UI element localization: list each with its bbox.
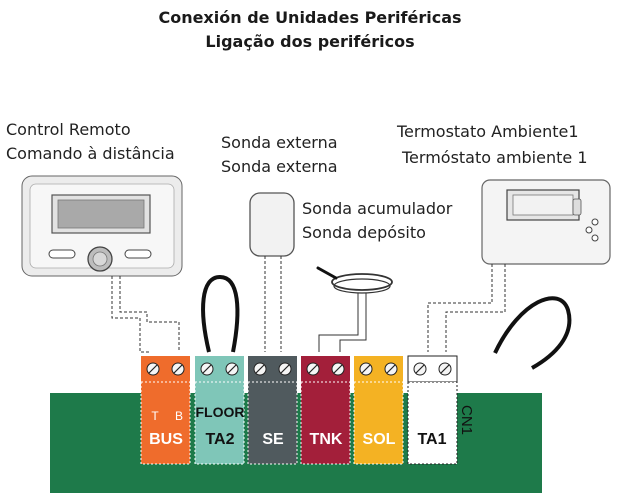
tank-probe-label-es: Sonda acumulador bbox=[302, 199, 453, 218]
terminal-ta2-label: TA2 bbox=[205, 431, 234, 448]
tank-probe-device bbox=[316, 266, 393, 352]
terminal-screws bbox=[146, 362, 452, 376]
terminal-ta1-label: TA1 bbox=[417, 431, 446, 448]
bus-b-label: B bbox=[175, 409, 183, 423]
remote-control-device bbox=[21, 175, 183, 277]
external-probe-label-es: Sonda externa bbox=[221, 133, 338, 152]
diagram-title-es: Conexión de Unidades Periféricas bbox=[158, 8, 462, 27]
loose-jumper-wire bbox=[493, 296, 572, 370]
external-probe-label-pt: Sonda externa bbox=[221, 157, 338, 176]
terminal-ta2-body bbox=[194, 381, 245, 465]
thermostat-label-es: Termostato Ambiente1 bbox=[397, 122, 579, 141]
external-probe-device bbox=[249, 192, 295, 257]
diagram-title-pt: Ligação dos periféricos bbox=[205, 32, 415, 51]
connector-label: CN1 bbox=[458, 405, 475, 435]
terminal-tnk-label: TNK bbox=[310, 431, 343, 448]
thermostat-device bbox=[481, 179, 611, 265]
terminal-bus-body bbox=[140, 381, 191, 465]
remote-label-es: Control Remoto bbox=[6, 120, 131, 139]
dashed-wires bbox=[111, 256, 506, 353]
thermostat-label-pt: Termóstato ambiente 1 bbox=[402, 148, 588, 167]
tank-probe-label-pt: Sonda depósito bbox=[302, 223, 426, 242]
remote-label-pt: Comando à distância bbox=[6, 144, 175, 163]
terminal-sol-label: SOL bbox=[363, 431, 396, 448]
terminal-sol-body bbox=[353, 381, 404, 465]
floor-label: FLOOR bbox=[196, 404, 245, 420]
floor-jumper-wire bbox=[201, 274, 240, 353]
terminal-ta1-body bbox=[407, 381, 458, 465]
terminal-bus-label: BUS bbox=[149, 431, 183, 448]
terminal-tnk-body bbox=[300, 381, 351, 465]
terminal-se-body bbox=[247, 381, 298, 465]
bus-t-label: T bbox=[151, 409, 159, 423]
terminal-se-label: SE bbox=[262, 431, 284, 448]
